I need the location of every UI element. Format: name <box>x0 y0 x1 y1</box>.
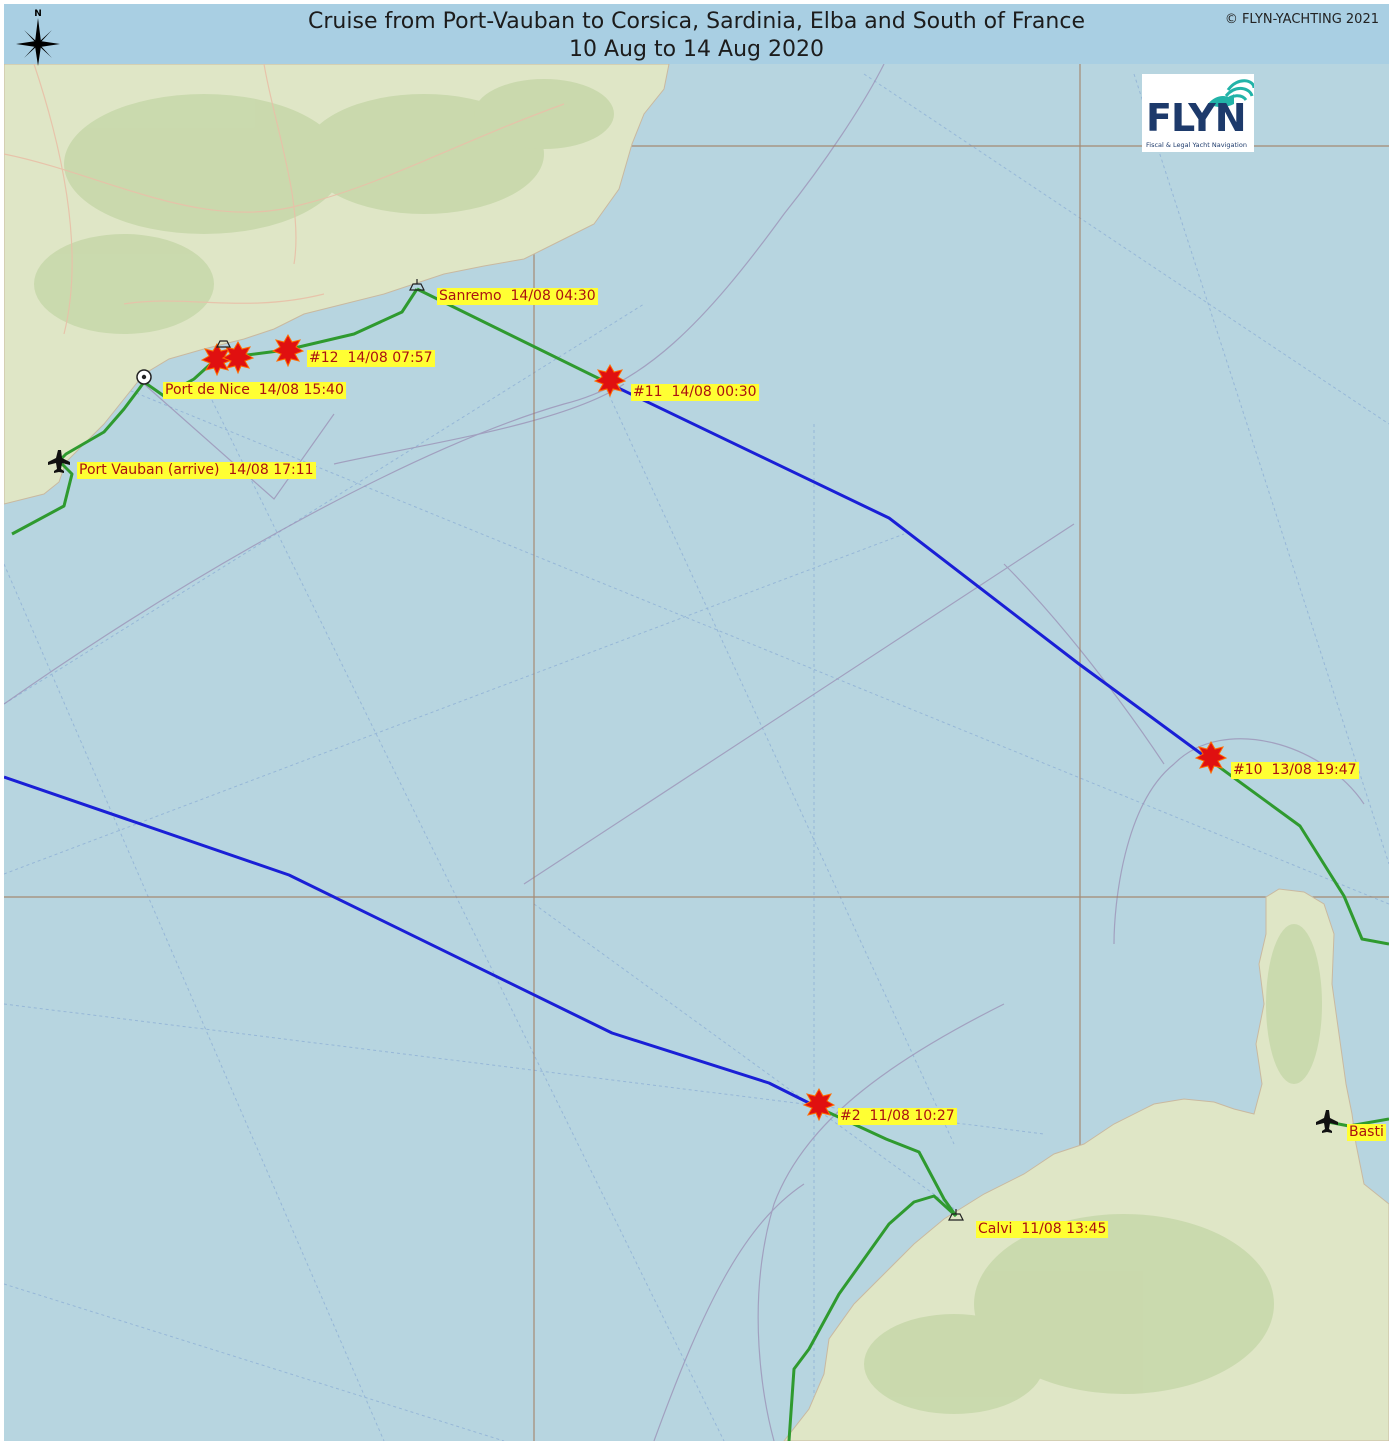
map-title: Cruise from Port-Vauban to Corsica, Sard… <box>4 8 1389 64</box>
map-frame[interactable]: Cruise from Port-Vauban to Corsica, Sard… <box>4 4 1389 1441</box>
logo-subtitle: Fiscal & Legal Yacht Navigation <box>1146 141 1247 149</box>
alert-burst-icon <box>271 333 305 368</box>
waypoint-label-port-vauban[interactable]: Port Vauban (arrive) 14/08 17:11 <box>77 462 316 479</box>
waypoint-label-11[interactable]: #11 14/08 00:30 <box>631 384 759 401</box>
alert-burst-icon <box>802 1087 836 1122</box>
compass-rose-icon: N <box>16 9 60 66</box>
alert-markers <box>200 333 1228 1122</box>
harbour-icon-calvi <box>948 1209 964 1221</box>
shipping-lanes <box>4 73 1389 1441</box>
waypoint-label-2[interactable]: #2 11/08 10:27 <box>838 1108 957 1125</box>
logo-text: FLYN <box>1146 96 1247 140</box>
copyright-notice: © FLYN-YACHTING 2021 <box>1224 12 1379 27</box>
offshore-route <box>4 382 1212 1110</box>
corsica-terrain <box>864 924 1322 1414</box>
waypoint-label-port-de-nice[interactable]: Port de Nice 14/08 15:40 <box>163 382 346 399</box>
alert-burst-icon <box>200 342 234 377</box>
airport-icon-vauban <box>48 450 70 473</box>
airport-icon-bastia <box>1316 1110 1338 1133</box>
mainland-roads <box>4 63 565 335</box>
mainland-terrain <box>34 79 614 334</box>
flyn-logo: FLYN Fiscal & Legal Yacht Navigation <box>1142 74 1254 152</box>
circle-dot-icon <box>136 369 152 385</box>
waypoint-label-12[interactable]: #12 14/08 07:57 <box>307 350 435 367</box>
waypoint-label-bastia[interactable]: Basti <box>1347 1124 1386 1141</box>
harbour-icon-sanremo <box>409 279 425 291</box>
harbour-icon-nice-coast <box>216 340 231 348</box>
map-header: Cruise from Port-Vauban to Corsica, Sard… <box>4 4 1389 64</box>
waypoint-label-10[interactable]: #10 13/08 19:47 <box>1231 762 1359 779</box>
alert-burst-icon <box>1194 740 1228 775</box>
waypoint-label-calvi[interactable]: Calvi 11/08 13:45 <box>976 1221 1109 1238</box>
waypoint-label-sanremo[interactable]: Sanremo 14/08 04:30 <box>437 288 598 305</box>
alert-burst-icon <box>593 363 627 398</box>
title-line-1: Cruise from Port-Vauban to Corsica, Sard… <box>308 9 1085 34</box>
nautical-map[interactable] <box>4 4 1389 1441</box>
north-label: N <box>34 9 42 19</box>
title-line-2: 10 Aug to 14 Aug 2020 <box>569 37 824 62</box>
wifi-signal-icon <box>1208 79 1254 107</box>
alert-burst-icon <box>221 340 255 375</box>
